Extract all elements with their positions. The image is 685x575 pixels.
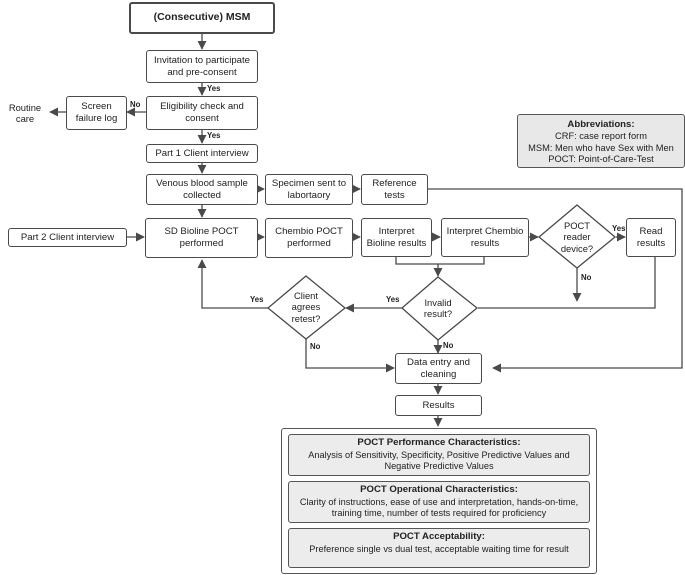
edge-label-yes: Yes xyxy=(386,295,400,304)
outcome-text: Preference single vs dual test, acceptab… xyxy=(309,543,569,554)
client-agrees-diamond xyxy=(266,275,347,340)
edge-label-yes: Yes xyxy=(207,131,221,140)
specimen-node: Specimen sent to labortaory xyxy=(265,174,353,205)
performance-characteristics-box: POCT Performance Characteristics: Analys… xyxy=(288,434,590,476)
edge-label-yes: Yes xyxy=(250,295,264,304)
outcome-text: Analysis of Sensitivity, Specificity, Po… xyxy=(308,449,570,472)
part2-interview-node: Part 2 Client interview xyxy=(8,228,127,247)
screen-failure-node: Screen failure log xyxy=(66,96,127,130)
routine-care-node: Routine care xyxy=(8,101,42,124)
invitation-node: Invitation to participate and pre-consen… xyxy=(146,50,258,83)
interpret-chembio-node: Interpret Chembio results xyxy=(441,218,529,257)
invalid-result-label: Invalid result? xyxy=(423,296,453,319)
edge-label-no: No xyxy=(443,341,454,350)
edge-label-yes: Yes xyxy=(612,224,626,233)
edge-label-no: No xyxy=(581,273,592,282)
chembio-poct-node: Chembio POCT performed xyxy=(265,218,353,258)
outcome-title: POCT Performance Characteristics: xyxy=(357,437,521,448)
venous-blood-node: Venous blood sample collected xyxy=(146,174,258,205)
reference-tests-node: Reference tests xyxy=(361,174,428,205)
abbreviations-panel: Abbreviations: CRF: case report form MSM… xyxy=(517,114,685,168)
abbreviation-item: CRF: case report form xyxy=(555,130,647,141)
sd-bioline-node: SD Bioline POCT performed xyxy=(145,218,258,258)
read-results-node: Read results xyxy=(626,218,676,257)
edge-label-no: No xyxy=(130,100,141,109)
acceptability-box: POCT Acceptability: Preference single vs… xyxy=(288,528,590,568)
msm-node: (Consecutive) MSM xyxy=(129,2,275,34)
abbreviation-item: MSM: Men who have Sex with Men xyxy=(528,142,674,153)
outcome-title: POCT Acceptability: xyxy=(393,531,485,542)
outcome-text: Clarity of instructions, ease of use and… xyxy=(299,496,579,519)
invalid-result-diamond xyxy=(401,276,479,341)
reader-device-diamond xyxy=(537,204,617,269)
part1-interview-node: Part 1 Client interview xyxy=(146,144,258,163)
data-entry-node: Data entry and cleaning xyxy=(395,353,482,384)
edge-label-yes: Yes xyxy=(207,84,221,93)
results-node: Results xyxy=(395,395,482,416)
operational-characteristics-box: POCT Operational Characteristics: Clarit… xyxy=(288,481,590,523)
reader-device-label: POCT reader device? xyxy=(560,220,594,254)
abbreviations-title: Abbreviations: xyxy=(567,119,635,130)
interpret-bioline-node: Interpret Bioline results xyxy=(361,218,432,257)
client-agrees-label: Client agrees retest? xyxy=(291,290,321,324)
edge-label-no: No xyxy=(310,342,321,351)
outcome-title: POCT Operational Characteristics: xyxy=(360,484,518,495)
abbreviation-item: POCT: Point-of-Care-Test xyxy=(548,154,654,165)
eligibility-node: Eligibility check and consent xyxy=(146,96,258,130)
